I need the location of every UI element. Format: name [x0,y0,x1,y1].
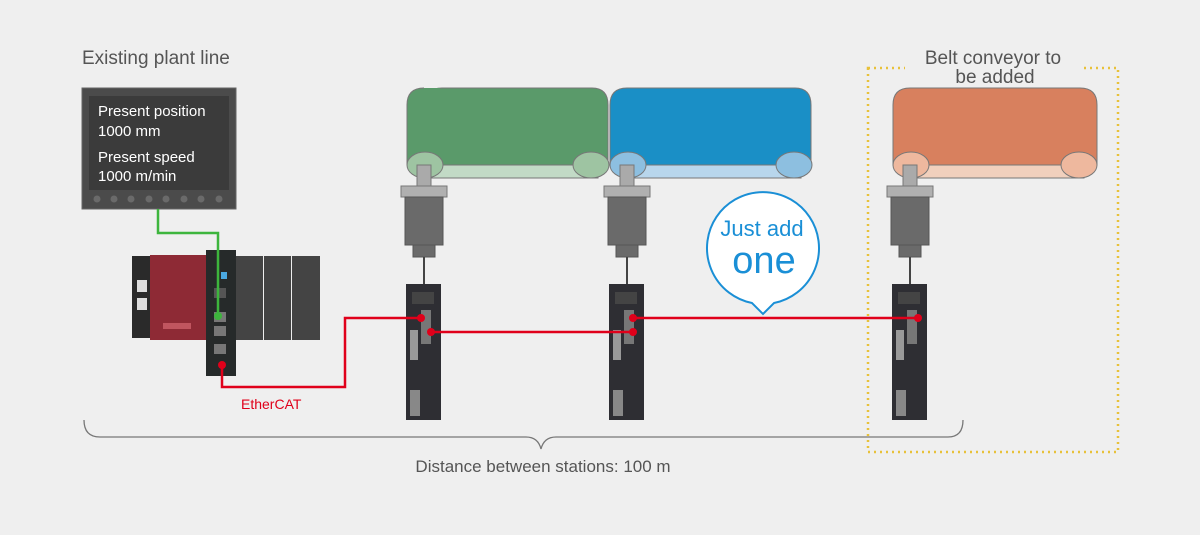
callout-line2: one [732,240,795,282]
servo-motor-2 [603,164,651,285]
existing-line-title: Existing plant line [82,48,230,69]
conveyor-1 [406,87,610,179]
hmi-plc-link [156,209,220,316]
hmi-display: Present position 1000 mm Present speed 1… [81,87,237,210]
conveyor-3-new [892,87,1098,179]
new-conveyor-title-2: be added [955,67,1034,88]
plc-controller [132,250,320,376]
hmi-position-value: 1000 mm [98,123,161,140]
servo-motor-3 [886,164,934,285]
conveyor-2 [609,87,813,179]
new-conveyor-highlight-box [866,66,1120,454]
ethercat-label: EtherCAT [241,396,302,412]
distance-label: Distance between stations: 100 m [415,457,670,476]
hmi-position-label: Present position [98,103,206,120]
hmi-speed-value: 1000 m/min [98,168,176,185]
title-background [905,44,1081,88]
just-add-one-callout: Just add one [706,191,820,316]
distance-brace [83,419,964,450]
hmi-link-port [214,312,222,320]
callout-line1: Just add [720,216,803,241]
servo-drive-3 [892,284,927,420]
ethercat-cable [220,316,918,389]
servo-motor-1 [400,164,448,285]
hmi-speed-label: Present speed [98,149,195,166]
servo-drive-2 [609,284,644,420]
servo-drive-1 [406,284,441,420]
hmi-buttons [93,195,223,203]
ethercat-ports [218,314,922,369]
new-conveyor-title-1: Belt conveyor to [925,48,1061,69]
